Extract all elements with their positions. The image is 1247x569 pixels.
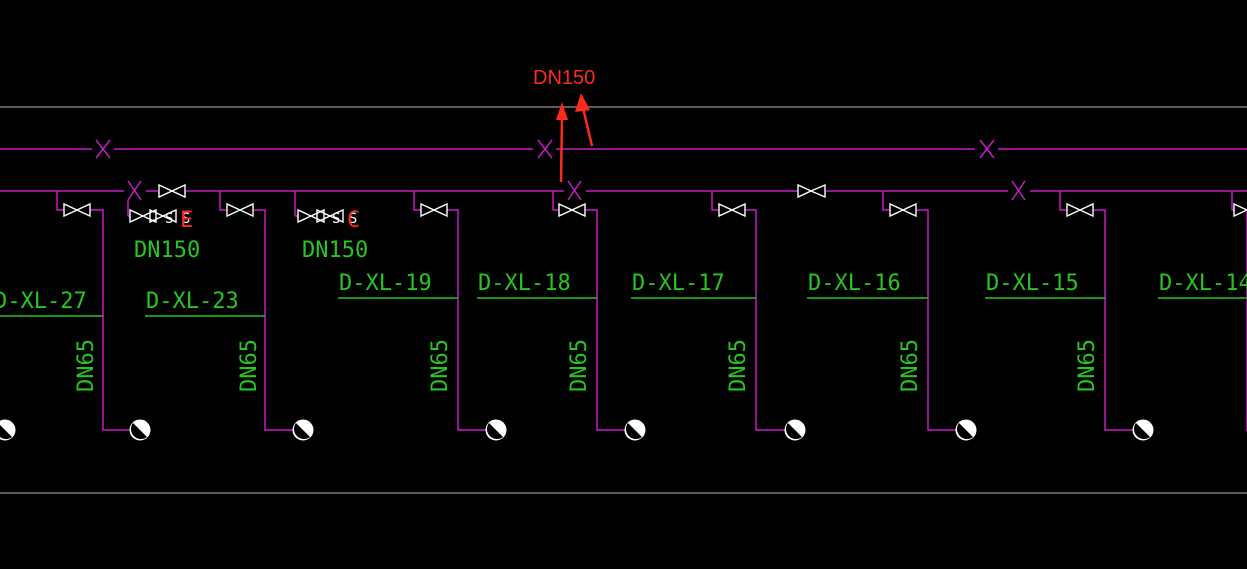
outlet-symbol-icon[interactable] — [955, 419, 977, 441]
outlet-symbol-icon[interactable] — [292, 419, 314, 441]
outlet-symbol-icon[interactable] — [485, 419, 507, 441]
valve-size-label: DN150 — [302, 238, 368, 263]
branch-group: D-XL-27DN65D-XL-23DN65D-XL-19DN65D-XL-18… — [0, 191, 1247, 441]
branch-label: D-XL-17 — [632, 271, 725, 296]
branch-pipe — [1231, 191, 1247, 431]
pipe-size-label: DN65 — [74, 339, 99, 392]
outlet-symbol-icon[interactable] — [129, 419, 151, 441]
gate-valve-icon[interactable] — [226, 202, 254, 218]
double-valve-assembly: S SC DN150 — [294, 191, 368, 263]
branch-pipe — [711, 191, 785, 431]
branch-label: D-XL-16 — [808, 271, 901, 296]
branch-pipe — [219, 191, 293, 431]
gate-valve-icon[interactable] — [718, 202, 746, 218]
outlet-symbol-icon[interactable] — [0, 419, 16, 441]
branch-label: D-XL-27 — [0, 289, 87, 314]
gate-valve-icon[interactable] — [129, 208, 157, 224]
valve-size-label: DN150 — [134, 238, 200, 263]
pipe-size-label: DN65 — [237, 339, 262, 392]
gate-valve-icon[interactable] — [1233, 202, 1247, 218]
valve-mark-label: S S — [165, 211, 190, 227]
branch-d-xl-14: D-XL-14 — [1158, 191, 1247, 431]
gate-valve-icon[interactable] — [420, 202, 448, 218]
gate-valve-icon[interactable] — [889, 202, 917, 218]
outlet-symbol-icon[interactable] — [1132, 419, 1154, 441]
outlet-symbol-icon[interactable] — [784, 419, 806, 441]
branch-pipe — [1059, 191, 1133, 431]
pipe-size-label: DN65 — [428, 339, 453, 392]
gate-valve-icon[interactable] — [797, 183, 826, 199]
branch-label: D-XL-18 — [478, 271, 571, 296]
valve-letter-label: C — [347, 208, 360, 233]
pipe-size-label: DN65 — [1075, 339, 1100, 392]
branch-label: D-XL-14 — [1159, 271, 1247, 296]
pipe-size-label: DN65 — [726, 339, 751, 392]
gate-valve-icon[interactable] — [1066, 202, 1094, 218]
outlet-symbol-icon[interactable] — [624, 419, 646, 441]
branch-pipe — [882, 191, 956, 431]
break-cross-mark — [95, 139, 995, 159]
pipe-size-label: DN65 — [898, 339, 923, 392]
branch-pipe — [413, 191, 486, 431]
gate-valve-icon[interactable] — [158, 183, 186, 199]
annotation-arrow-icon — [556, 93, 594, 183]
branch-pipe — [552, 191, 625, 431]
gate-valve-icon[interactable] — [63, 202, 91, 218]
branch-label: D-XL-23 — [146, 289, 239, 314]
pipe-size-label: DN65 — [567, 339, 592, 392]
valve-mark-label: S S — [332, 211, 357, 227]
gate-valve-icon[interactable] — [149, 208, 177, 224]
gate-valve-icon[interactable] — [316, 208, 344, 224]
branch-label: D-XL-19 — [339, 271, 432, 296]
valve-letter-label: E — [180, 208, 193, 233]
double-valve-assembly: S SE DN150 — [127, 200, 200, 263]
annotation-label: DN150 — [533, 67, 595, 89]
break-cross-mark-lower — [127, 180, 1026, 201]
branch-pipe — [56, 191, 130, 431]
branch-label: D-XL-15 — [986, 271, 1079, 296]
gate-valve-icon[interactable] — [558, 202, 586, 218]
